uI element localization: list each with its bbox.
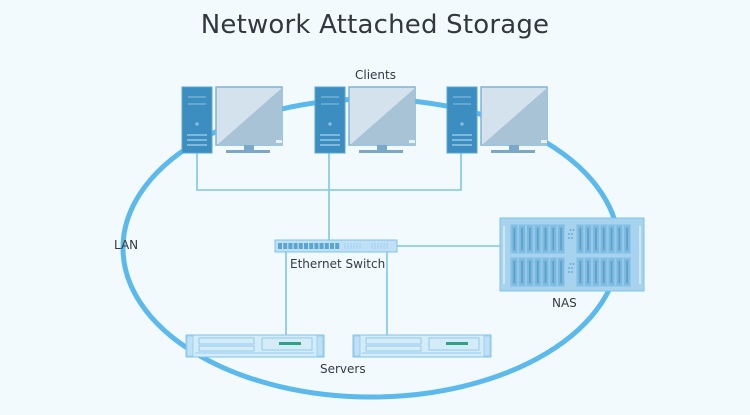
switch-port bbox=[298, 243, 303, 249]
switch-port bbox=[319, 243, 324, 249]
monitor-icon bbox=[348, 86, 416, 153]
switch-port bbox=[330, 243, 334, 249]
switch-port bbox=[324, 243, 329, 249]
computer-tower-icon bbox=[314, 86, 346, 154]
server-2[interactable] bbox=[352, 334, 492, 358]
server-status-led bbox=[446, 342, 468, 345]
lan-label: LAN bbox=[114, 238, 139, 252]
drive-bay-group bbox=[576, 224, 631, 254]
diagram-title: Network Attached Storage bbox=[200, 10, 550, 40]
client-2[interactable] bbox=[314, 86, 416, 154]
monitor-icon bbox=[215, 86, 283, 153]
switch-label: Ethernet Switch bbox=[290, 257, 386, 271]
ethernet-switch[interactable] bbox=[274, 239, 398, 253]
computer-tower-icon bbox=[446, 86, 478, 154]
connector-lines bbox=[196, 152, 500, 335]
server-status-led bbox=[279, 342, 301, 345]
drive-bay-group bbox=[510, 257, 565, 287]
switch-port bbox=[288, 243, 293, 249]
drive-bay-group bbox=[576, 257, 631, 287]
servers-label: Servers bbox=[320, 362, 366, 376]
monitor-icon bbox=[480, 86, 548, 153]
switch-port bbox=[309, 243, 314, 249]
nas-label: NAS bbox=[552, 296, 577, 310]
server-1[interactable] bbox=[185, 334, 325, 358]
client-1[interactable] bbox=[181, 86, 283, 154]
switch-port bbox=[304, 243, 308, 249]
switch-port bbox=[293, 243, 298, 249]
clients-label: Clients bbox=[355, 68, 396, 82]
client-3[interactable] bbox=[446, 86, 548, 154]
switch-port bbox=[335, 243, 340, 249]
switch-port bbox=[314, 243, 319, 249]
nas-device[interactable] bbox=[499, 217, 645, 292]
switch-port bbox=[278, 243, 282, 249]
drive-bay-group bbox=[510, 224, 565, 254]
switch-port bbox=[283, 243, 288, 249]
computer-tower-icon bbox=[181, 86, 213, 154]
